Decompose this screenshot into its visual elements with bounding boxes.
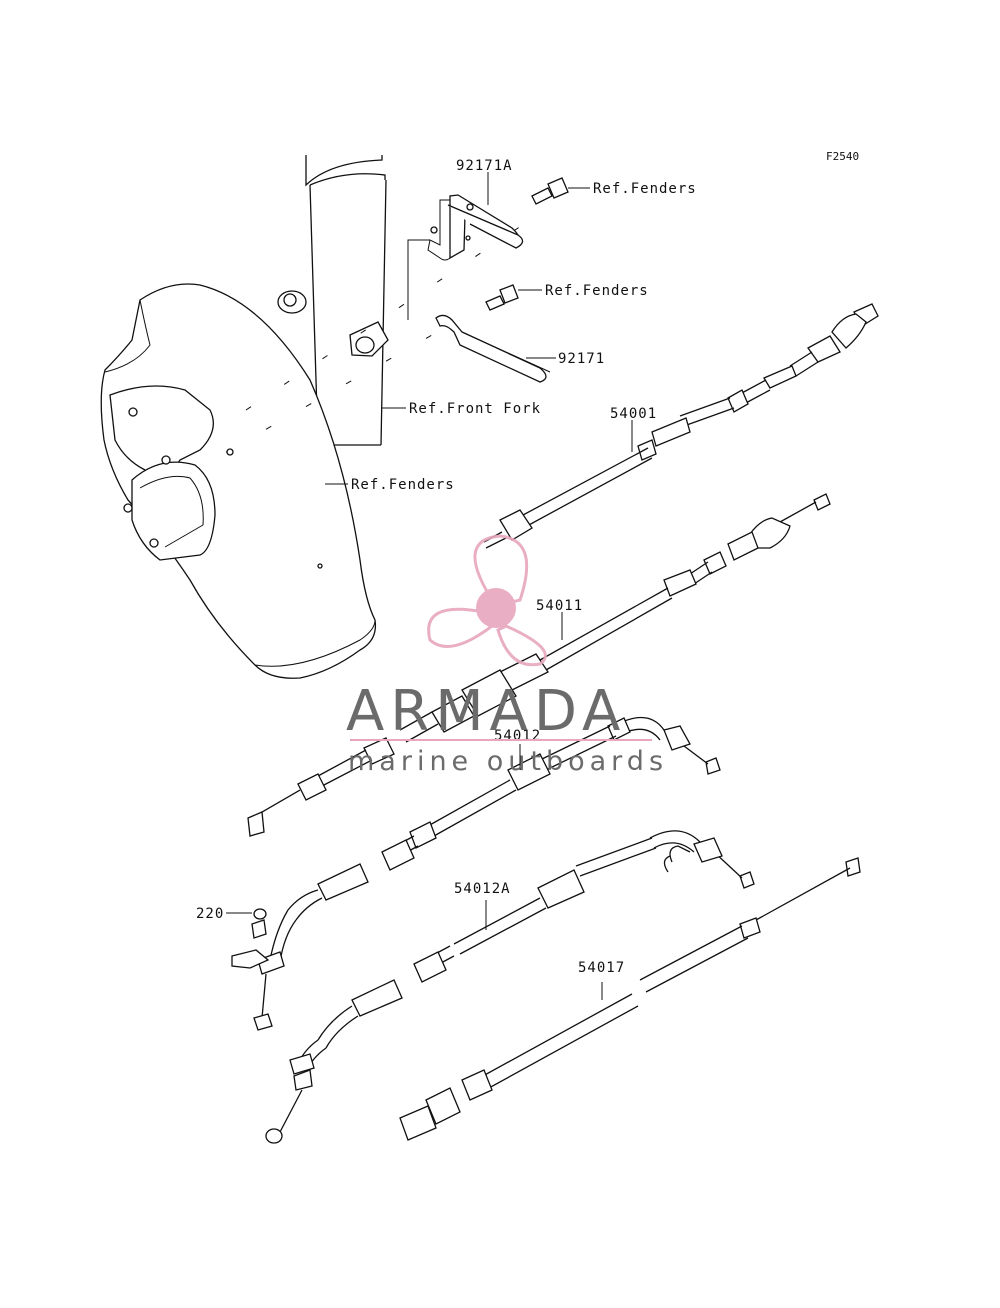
throttle-cable-54012: 54012 [231,716,721,1031]
callout-ref-front-fork: Ref.Front Fork [409,401,541,417]
callout-54017: 54017 [578,960,625,976]
callout-ref-fenders-mid: Ref.Fenders [545,283,649,299]
speedometer-cable-54001: 54001 [483,303,879,549]
callout-ref-fenders-low: Ref.Fenders [351,477,455,493]
callout-92171a: 92171A [456,158,513,174]
callout-220: 220 [196,906,224,922]
bracket-92171a: 92171A [427,158,524,261]
watermark-brand: ARMADA [346,679,626,744]
watermark: ARMADA marine outboards [346,534,668,777]
choke-cable-54017: 54017 [399,857,861,1141]
front-fender [100,283,377,679]
front-fork [277,155,389,446]
bolt-top: Ref.Fenders [531,177,697,205]
figure-code: F2540 [826,150,859,163]
callout-ref-fenders-top: Ref.Fenders [593,181,697,197]
propeller-logo-icon [427,534,547,667]
bolt-mid: Ref.Fenders [485,283,649,311]
callout-92171: 92171 [558,351,605,367]
callout-54011: 54011 [536,598,583,614]
callout-54012a: 54012A [454,881,511,897]
alignment-lines [225,219,531,456]
watermark-tagline: marine outboards [348,746,668,777]
bracket-92171: 92171 [435,314,605,383]
throttle-cable-54012a: 54012A [265,830,755,1144]
callout-54001: 54001 [610,406,657,422]
nut-220: 220 [196,906,267,939]
clutch-cable-54011: 54011 [247,493,831,837]
